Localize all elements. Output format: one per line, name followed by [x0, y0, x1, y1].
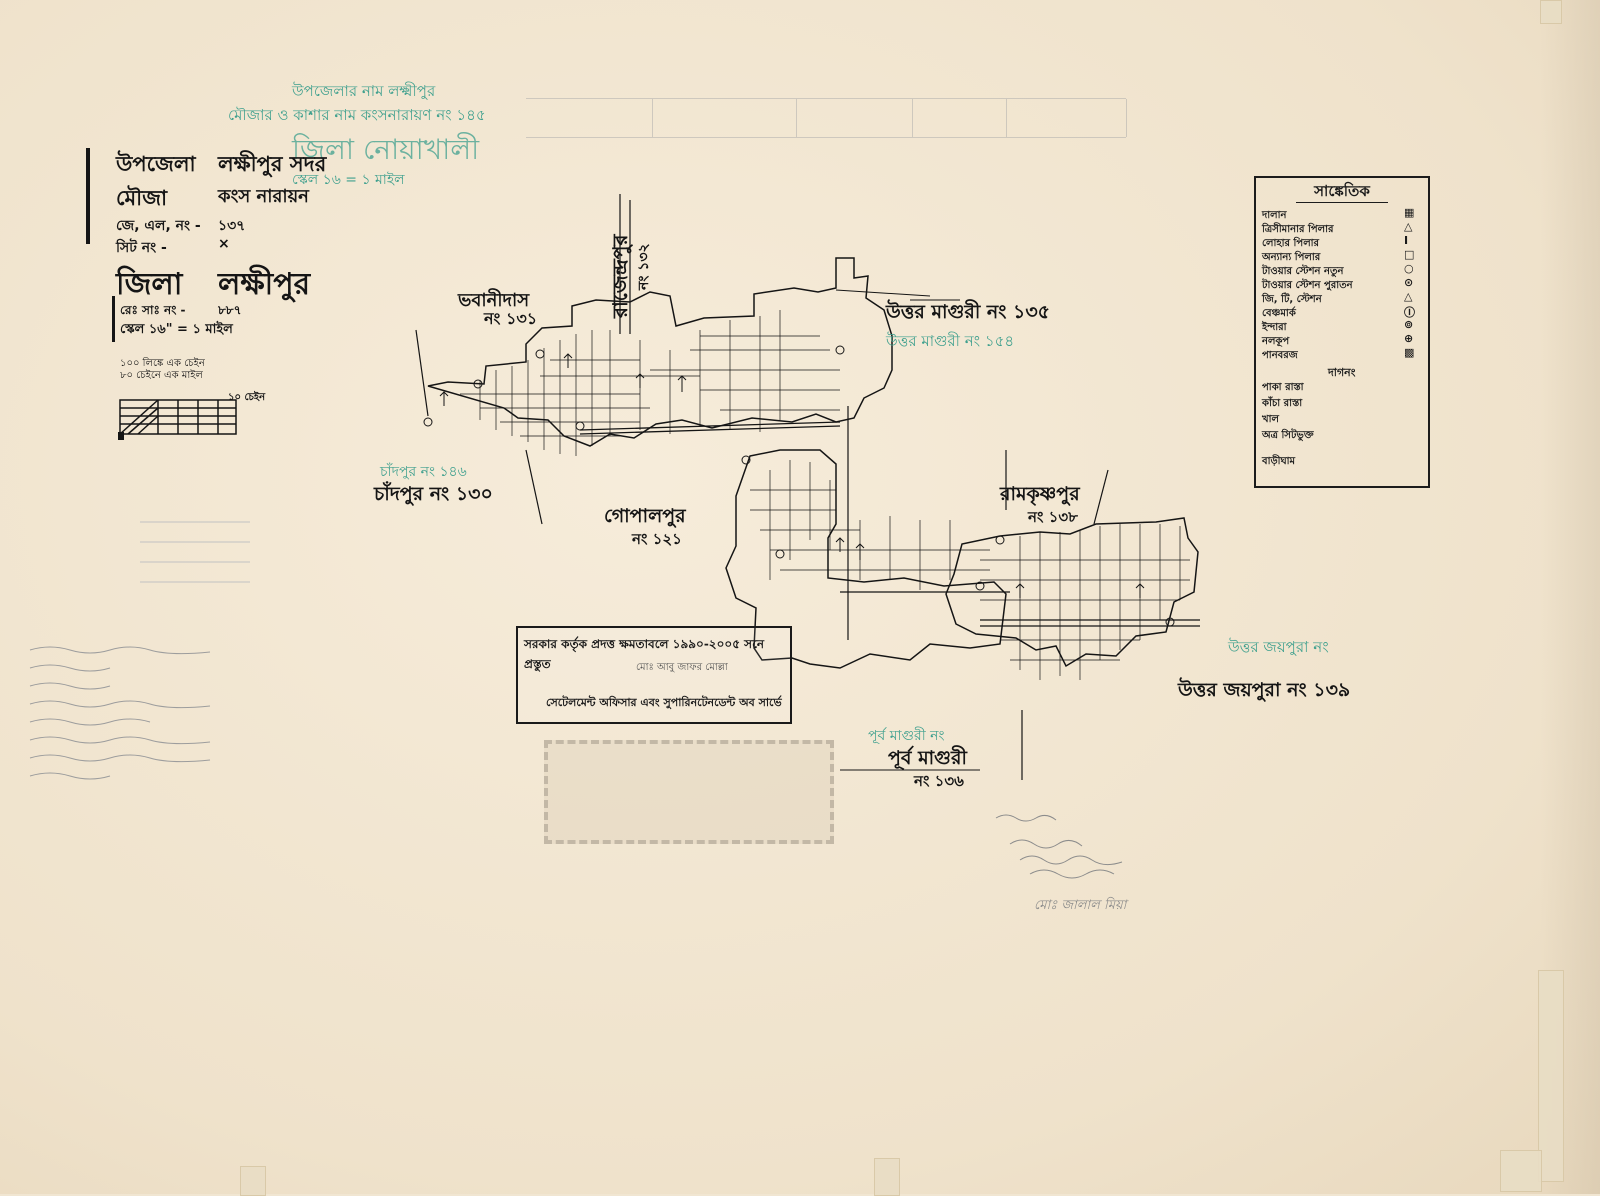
- chain-note: ১০০ লিঙ্কে এক চেইন: [120, 358, 205, 369]
- circle-station-icon: ○: [1404, 262, 1414, 275]
- legend-item-label: বেঞ্চমার্ক: [1262, 308, 1296, 319]
- benchmark-icon: Ⓘ: [1404, 306, 1415, 319]
- tubewell-icon: ⊕: [1404, 332, 1414, 345]
- old-upazila-label: উপজেলার নাম লক্ষ্মীপুর: [292, 82, 436, 100]
- old-mouza-label: মৌজার ও কাশার নাম কংসনারায়ণ নং ১৪৫: [228, 106, 486, 124]
- place-uttar-joypura-old: উত্তর জয়পুরা নং: [1228, 638, 1329, 656]
- place-gopalpur-no: নং ১২১: [632, 530, 682, 548]
- building-icon: ▦: [1404, 206, 1415, 219]
- place-uttar-joypura: উত্তর জয়পুরা নং ১৩৯: [1178, 679, 1351, 701]
- place-purba-magri-no: নং ১৩৬: [914, 772, 964, 790]
- legend-item-label: খাল: [1262, 414, 1279, 425]
- upazila-value: লক্ষীপুর সদর: [218, 152, 327, 176]
- triangle-pillar-icon: △: [1404, 220, 1413, 233]
- well-icon: ⊚: [1404, 318, 1414, 331]
- place-gopalpur: গোপালপুর: [604, 505, 686, 527]
- place-bhabanidas-no: নং ১৩১: [484, 309, 538, 328]
- reg-label: রেঃ সাঃ নং -: [120, 303, 186, 317]
- place-purba-magri: পূর্ব মাগুরী: [888, 747, 967, 769]
- legend-item-label: নলকূপ: [1262, 336, 1290, 347]
- legend-item-label: অন্যান্য পিলার: [1262, 252, 1321, 263]
- legend-item-label: টাওয়ার স্টেশন নতুন: [1262, 266, 1344, 277]
- place-ramkrishnapur-no: নং ১৩৮: [1028, 508, 1078, 526]
- place-ramkrishnapur: রামকৃষ্ণপুর: [1000, 483, 1080, 505]
- stamp-officer: মোঃ আবু জাফর মোল্লা: [636, 662, 728, 673]
- sheet-value: ×: [218, 236, 230, 252]
- district-label: জিলা: [116, 267, 183, 302]
- legend-item-label: বাড়ীঘাম: [1262, 456, 1296, 467]
- scale-bar-end: ১০ চেইন: [228, 392, 266, 403]
- stamp-line: সরকার কর্তৃক প্রদত্ত ক্ষমতাবলে ১৯৯০-২০০৫…: [524, 637, 765, 671]
- settlement-stamp: সরকার কর্তৃক প্রদত্ত ক্ষমতাবলে ১৯৯০-২০০৫…: [516, 626, 792, 724]
- place-uttar-magri: উত্তর মাগুরী নং ১৩৫: [886, 301, 1051, 323]
- tape-strip: [240, 1166, 266, 1196]
- faint-table: [140, 521, 250, 583]
- place-purba-magri-old: পূর্ব মাগুরী নং: [868, 728, 945, 744]
- district-value: লক্ষীপুর: [218, 267, 311, 302]
- stamp-line: সেটেলমেন্ট অফিসার এবং সুপারিনটেনডেন্ট অব…: [546, 696, 782, 709]
- legend-item-label: লোহার পিলার: [1262, 238, 1320, 249]
- tape-strip: [1538, 970, 1564, 1182]
- legend-item-label: ত্রিসীমানার পিলার: [1262, 224, 1334, 235]
- legend-item-label: ইন্দারা: [1262, 322, 1287, 333]
- chain-note: ৮০ চেইনে এক মাইল: [120, 370, 203, 381]
- tape-strip: [1540, 0, 1562, 24]
- place-uttar-magri-old: উত্তর মাগুরী নং ১৫৪: [886, 332, 1015, 350]
- legend-section-title: দাগনং: [1328, 366, 1356, 379]
- pencil-notes: [29, 646, 211, 780]
- place-chandpur-old: চাঁদপুর নং ১৪৬: [380, 464, 467, 480]
- signature-scribble: [995, 814, 1123, 879]
- tape-strip: [1500, 1150, 1542, 1192]
- reg-value: ৮৮৭: [218, 303, 242, 317]
- legend-item-label: জি, টি, স্টেশন: [1262, 294, 1322, 305]
- mouza-label: মৌজা: [116, 186, 168, 210]
- jl-label: জে, এল, নং -: [116, 218, 201, 234]
- gt-station-icon: △: [1404, 290, 1413, 303]
- iron-pillar-icon: I: [1404, 234, 1409, 247]
- sheet-label: সিট নং -: [116, 240, 167, 256]
- place-chandpur: চাঁদপুর নং ১৩০: [374, 483, 493, 505]
- dot-circle-icon: ⊙: [1404, 276, 1414, 289]
- faded-seal: [544, 740, 834, 844]
- legend-item-label: পানবরজ: [1262, 350, 1298, 361]
- scale-bar-diagram: [118, 399, 237, 440]
- legend-item-label: পাকা রাস্তা: [1262, 382, 1304, 393]
- legend-box: সাঙ্কেতিক দালান ▦ ত্রিসীমানার পিলার △ লো…: [1254, 176, 1430, 488]
- jl-value: ১৩৭: [218, 218, 246, 234]
- legend-item-label: অত্র সিটভুক্ত: [1262, 430, 1314, 441]
- square-pillar-icon: □: [1404, 248, 1415, 261]
- old-district-label: জিলা নোয়াখালী: [292, 133, 480, 166]
- old-scale-label: স্কেল ১৬ = ১ মাইল: [292, 172, 405, 188]
- legend-title: সাঙ্কেতিক: [1314, 182, 1370, 200]
- signature-line: মোঃ জালাল মিয়া: [1034, 898, 1127, 913]
- place-ramendrapur-no: নং ১৩২: [636, 243, 652, 290]
- header-left-bar: [86, 148, 90, 244]
- legend-item-label: কাঁচা রাস্তা: [1262, 398, 1303, 409]
- place-bhabanidas: ভবানীদাস: [458, 290, 530, 311]
- header-left-bar: [112, 296, 115, 342]
- legend-title-rule: [1296, 202, 1388, 203]
- betel-garden-icon: ▩: [1404, 346, 1415, 359]
- upazila-label: উপজেলা: [116, 152, 196, 176]
- cadastral-map: [415, 194, 1200, 780]
- legend-item-label: দালান: [1262, 210, 1287, 221]
- tape-strip: [874, 1158, 900, 1196]
- scale-text: স্কেল ১৬" = ১ মাইল: [120, 322, 233, 337]
- faded-header-table: [526, 98, 1127, 138]
- mouza-value: কংস নারায়ন: [218, 186, 309, 207]
- legend-item-label: টাওয়ার স্টেশন পুরাতন: [1262, 280, 1353, 291]
